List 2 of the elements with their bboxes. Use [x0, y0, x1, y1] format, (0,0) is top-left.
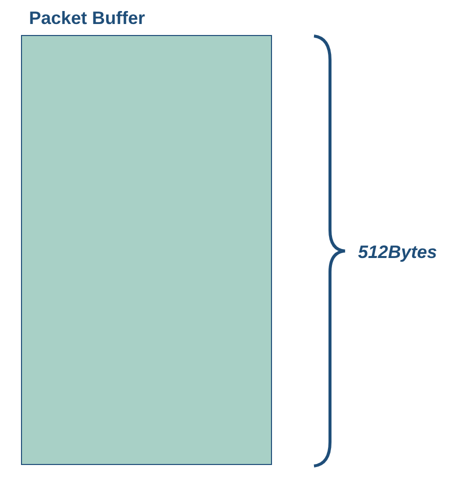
- size-label: 512Bytes: [358, 242, 438, 263]
- buffer-title: Packet Buffer: [29, 8, 146, 29]
